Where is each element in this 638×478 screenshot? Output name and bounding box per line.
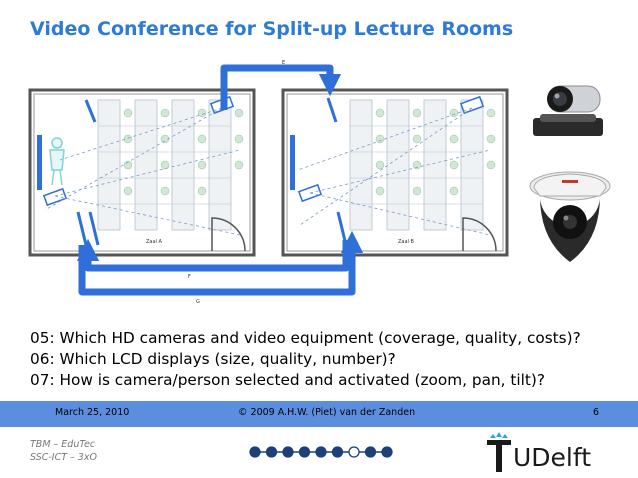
footer-date: March 25, 2010 bbox=[55, 407, 130, 418]
footer-page-number: 6 bbox=[593, 407, 600, 418]
progress-dot bbox=[315, 446, 327, 458]
room-b-label: Zaal B bbox=[398, 239, 415, 245]
hd-camera-photo bbox=[533, 85, 603, 136]
room-a-label: Zaal A bbox=[146, 239, 163, 245]
progress-dot bbox=[331, 446, 344, 458]
department-label: TBM – EduTec SSC-ICT – 3xO bbox=[30, 438, 97, 464]
question-05: 05: Which HD cameras and video equipment… bbox=[30, 329, 581, 347]
room-a: Zaal A bbox=[28, 88, 256, 257]
progress-dot bbox=[249, 446, 261, 458]
department-line-2: SSC-ICT – 3xO bbox=[30, 452, 97, 463]
progress-dot bbox=[265, 446, 278, 458]
progress-dot bbox=[381, 446, 393, 458]
question-06: 06: Which LCD displays (size, quality, n… bbox=[30, 350, 396, 368]
questions-list: 05: Which HD cameras and video equipment… bbox=[30, 328, 581, 391]
camera-b-back bbox=[459, 95, 485, 115]
presenter-figure bbox=[49, 137, 65, 186]
arrow-bottom-label: G bbox=[196, 299, 200, 305]
room-b: Zaal B bbox=[281, 88, 509, 257]
progress-dot bbox=[298, 446, 311, 458]
arrow-mid-label: F bbox=[188, 274, 191, 280]
department-line-1: TBM – EduTec bbox=[30, 439, 96, 450]
whiteboard-a bbox=[37, 135, 42, 190]
slide-title: Video Conference for Split-up Lecture Ro… bbox=[30, 18, 514, 40]
dome-camera-photo bbox=[529, 171, 611, 262]
question-07: 07: How is camera/person selected and ac… bbox=[30, 371, 545, 389]
progress-dot bbox=[282, 446, 294, 458]
whiteboard-b bbox=[290, 135, 295, 190]
lecture-room-diagram: Zaal A bbox=[28, 60, 611, 305]
progress-indicator bbox=[249, 446, 393, 458]
tudelft-logo-text: UDelft bbox=[513, 443, 592, 472]
tudelft-logo bbox=[487, 432, 511, 472]
progress-dot bbox=[348, 446, 360, 458]
footer-copyright: © 2009 A.H.W. (Piet) van der Zanden bbox=[238, 407, 416, 418]
camera-a-front bbox=[42, 187, 68, 207]
progress-dot bbox=[364, 446, 377, 458]
connection-arrows bbox=[76, 64, 364, 296]
footer-bar bbox=[0, 401, 638, 427]
arrow-top-label: E bbox=[282, 60, 285, 66]
